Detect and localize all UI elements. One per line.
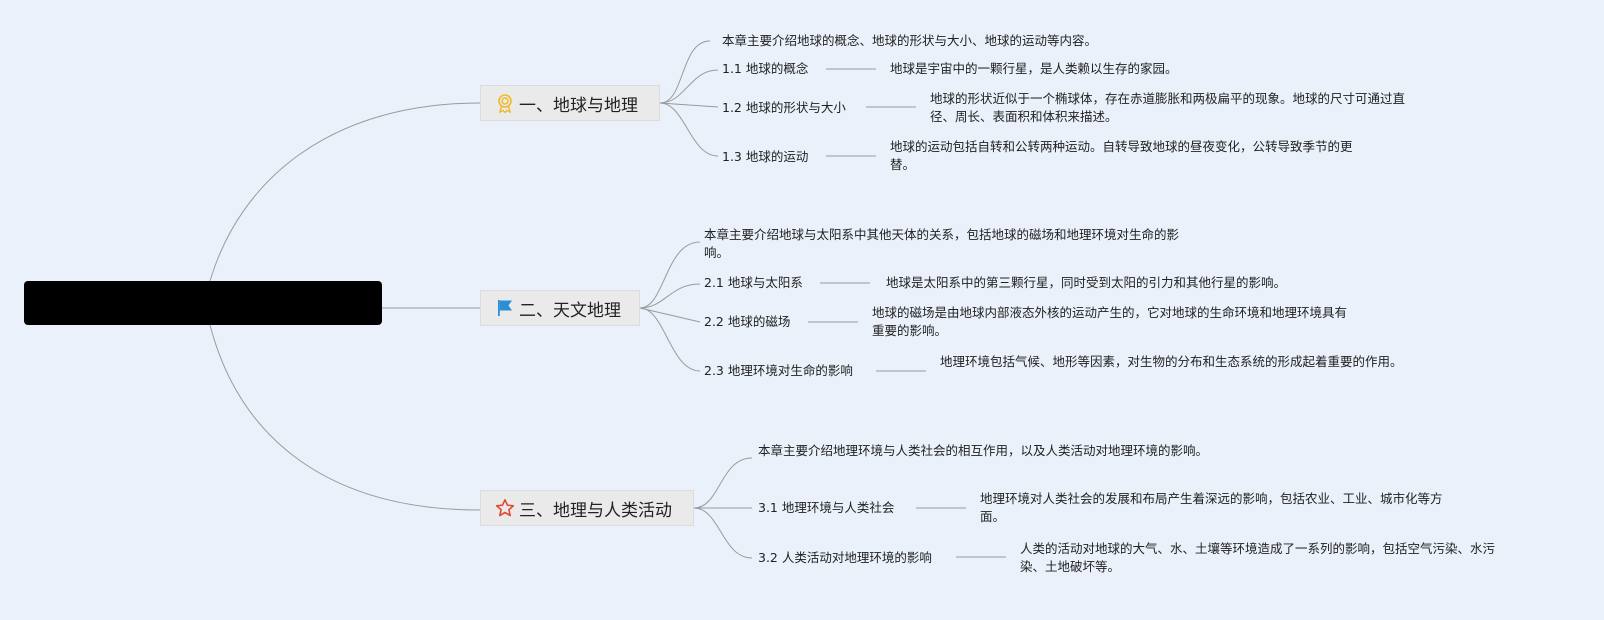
branch-title: 三、地理与人类活动 [519,500,672,521]
branch-title: 一、地球与地理 [519,95,638,116]
topic-description: 地球的形状近似于一个椭球体，存在赤道膨胀和两极扁平的现象。地球的尺寸可通过直径、… [930,91,1406,124]
topic-label[interactable]: 2.3 地理环境对生命的影响 [704,363,853,378]
branch-intro: 本章主要介绍地球与太阳系中其他天体的关系，包括地球的磁场和地理环境对生命的影响。 [704,227,1180,260]
connector-b3-item2 [693,507,753,559]
topic-label[interactable]: 2.2 地球的磁场 [704,314,791,329]
topic-description: 地理环境对人类社会的发展和布局产生着深远的影响，包括农业、工业、城市化等方面。 [980,491,1443,524]
connector-b1-item2 [659,102,719,108]
branch-node-3[interactable]: 三、地理与人类活动 [480,490,694,526]
connector-b1-intro [659,40,711,104]
branch-node-2[interactable]: 二、天文地理 [480,290,640,326]
topic-label[interactable]: 1.1 地球的概念 [722,61,809,76]
topic-label[interactable]: 3.2 人类活动对地理环境的影响 [758,550,932,565]
award-ribbon-icon [498,94,512,113]
topic-label[interactable]: 2.1 地球与太阳系 [704,275,803,290]
connector-b3-intro [693,457,753,509]
topic-description: 地球的运动包括自转和公转两种运动。自转导致地球的昼夜变化，公转导致季节的更替。 [890,139,1353,172]
connector-b2-item1 [639,283,701,309]
connector-b2-item3 [639,307,701,372]
branch-intro: 本章主要介绍地理环境与人类社会的相互作用，以及人类活动对地理环境的影响。 [758,443,1209,458]
root-node[interactable] [24,281,382,325]
topic-description: 地球的磁场是由地球内部液态外核的运动产生的，它对地球的生命环境和地理环境具有重要… [872,305,1348,338]
topic-description: 地球是宇宙中的一颗行星，是人类赖以生存的家园。 [890,61,1178,76]
branch-node-1[interactable]: 一、地球与地理 [480,85,660,121]
topic-label[interactable]: 1.2 地球的形状与大小 [722,100,846,115]
topic-description: 地理环境包括气候、地形等因素，对生物的分布和生态系统的形成起着重要的作用。 [940,354,1403,369]
connector-b1-item3 [659,102,719,157]
branch-intro: 本章主要介绍地球的概念、地球的形状与大小、地球的运动等内容。 [722,33,1098,48]
topic-label[interactable]: 3.1 地理环境与人类社会 [758,500,895,515]
topic-description: 地球是太阳系中的第三颗行星，同时受到太阳的引力和其他行星的影响。 [886,275,1287,290]
flag-icon [498,300,512,316]
connector-root-branch-3 [209,324,481,511]
connector-root-branch-1 [209,102,481,282]
topic-description: 人类的活动对地球的大气、水、土壤等环境造成了一系列的影响，包括空气污染、水污染、… [1020,541,1496,574]
star-icon [495,499,515,517]
topic-label[interactable]: 1.3 地球的运动 [722,149,809,164]
branch-title: 二、天文地理 [519,300,621,321]
connector-b2-item2 [639,307,701,323]
connector-b1-item1 [659,69,719,104]
connector-b2-intro [639,241,701,309]
